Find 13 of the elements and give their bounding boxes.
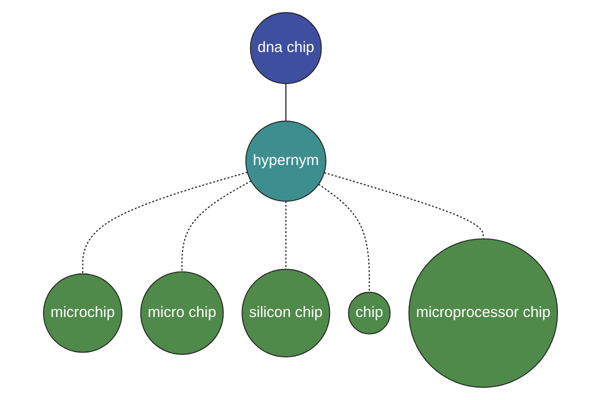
connector	[324, 172, 484, 239]
node-circle: silicon chip	[241, 268, 330, 358]
node-circle: dna chip	[249, 12, 322, 84]
connector	[284, 201, 286, 270]
node-circle: micro chip	[140, 271, 224, 355]
node-circle: chip	[348, 292, 390, 334]
connector	[180, 180, 251, 272]
connector	[318, 184, 370, 292]
node-circle: microprocessor chip	[408, 238, 558, 388]
node-circle: microchip	[42, 273, 122, 353]
connector	[284, 84, 286, 122]
connector	[82, 172, 248, 274]
node-circle: hypernym	[244, 120, 326, 202]
